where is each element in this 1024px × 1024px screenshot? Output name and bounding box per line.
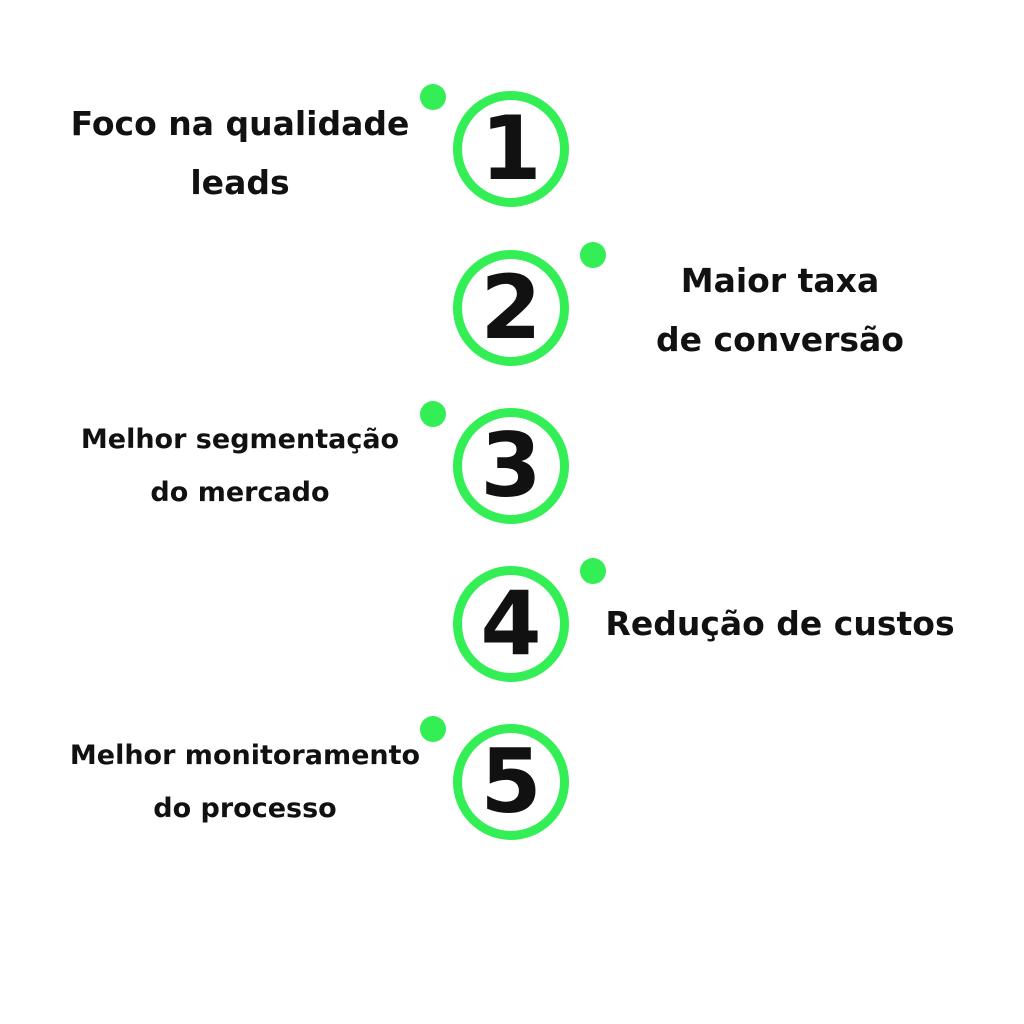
step-5-circle: 5 bbox=[453, 724, 569, 840]
step-2-label: Maior taxa de conversão bbox=[630, 251, 930, 370]
step-2-circle: 2 bbox=[453, 250, 569, 366]
step-2-label-line-2: de conversão bbox=[656, 320, 904, 360]
step-4-label-line-1: Redução de custos bbox=[605, 604, 955, 643]
step-2-dot bbox=[580, 242, 606, 268]
step-2-label-line-1: Maior taxa bbox=[680, 261, 880, 300]
step-3-label: Melhor segmentação do mercado bbox=[50, 414, 430, 519]
step-5-dot bbox=[420, 716, 446, 742]
step-1-number: 1 bbox=[480, 97, 542, 200]
step-4-circle: 4 bbox=[453, 566, 569, 682]
step-1-label-line-1: Foco na qualidade bbox=[70, 104, 410, 143]
step-3-dot bbox=[420, 401, 446, 427]
step-5-label-line-2: do processo bbox=[153, 792, 337, 824]
step-5-label-line-1: Melhor monitoramento bbox=[69, 740, 421, 771]
step-4-dot bbox=[580, 558, 606, 584]
step-1-dot bbox=[420, 84, 446, 110]
step-5-number: 5 bbox=[480, 730, 542, 833]
step-2-number: 2 bbox=[480, 256, 542, 359]
step-3-number: 3 bbox=[480, 414, 542, 517]
step-4-number: 4 bbox=[480, 572, 542, 675]
step-5-label: Melhor monitoramento do processo bbox=[45, 730, 445, 835]
step-4-label: Redução de custos bbox=[595, 594, 965, 653]
step-3-circle: 3 bbox=[453, 408, 569, 524]
step-1-circle: 1 bbox=[453, 91, 569, 207]
step-1-label: Foco na qualidade leads bbox=[60, 94, 420, 213]
step-1-label-line-2: leads bbox=[190, 163, 290, 203]
step-3-label-line-1: Melhor segmentação bbox=[80, 424, 400, 455]
step-3-label-line-2: do mercado bbox=[150, 476, 330, 508]
